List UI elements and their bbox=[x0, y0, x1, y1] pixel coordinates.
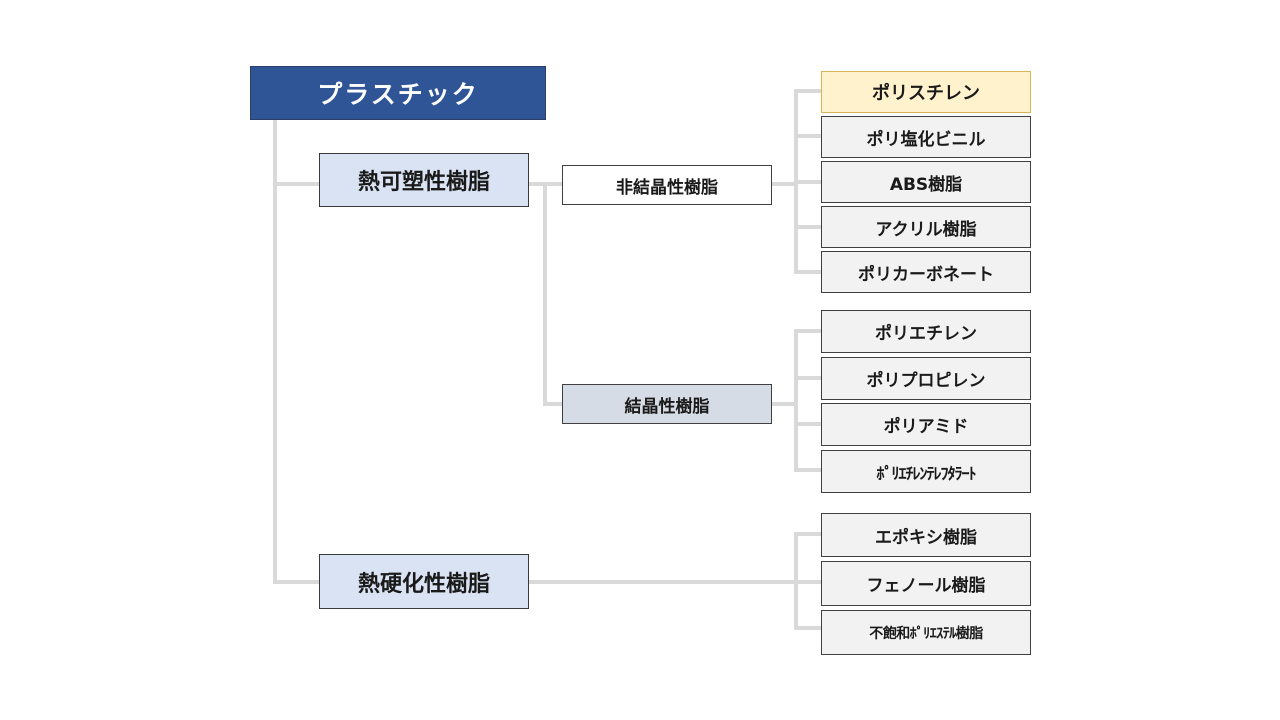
root-node-plastic: プラスチック bbox=[250, 66, 546, 120]
leaf-polycarbonate: ポリカーボネート bbox=[821, 251, 1031, 293]
leaf-polypropylene: ポリプロピレン bbox=[821, 357, 1031, 400]
leaf-phenolic: フェノール樹脂 bbox=[821, 561, 1031, 606]
connector-crystalline-item-3 bbox=[794, 422, 821, 426]
connector-thermoplastic-out bbox=[528, 182, 545, 186]
leaf-polyamide: ポリアミド bbox=[821, 403, 1031, 446]
leaf-polyethylene: ポリエチレン bbox=[821, 310, 1031, 353]
connector-crystalline-item-2 bbox=[794, 376, 821, 380]
leaf-abs: ABS樹脂 bbox=[821, 161, 1031, 203]
category-thermoplastic: 熱可塑性樹脂 bbox=[319, 153, 529, 207]
leaf-epoxy: エポキシ樹脂 bbox=[821, 513, 1031, 557]
connector-amorphous-item-2 bbox=[794, 134, 821, 138]
connector-to-crystalline bbox=[543, 402, 563, 406]
connector-amorphous-item-5 bbox=[794, 270, 821, 274]
category-thermoset: 熱硬化性樹脂 bbox=[319, 554, 529, 609]
connector-amorphous-item-3 bbox=[794, 180, 821, 184]
connector-thermoplastic-trunk bbox=[543, 182, 547, 406]
leaf-acrylic: アクリル樹脂 bbox=[821, 206, 1031, 248]
leaf-polystyrene: ポリスチレン bbox=[821, 71, 1031, 113]
connector-thermoset-item-2 bbox=[794, 580, 821, 584]
connector-root-trunk bbox=[273, 119, 277, 584]
leaf-pvc: ポリ塩化ビニル bbox=[821, 116, 1031, 158]
connector-crystalline-out bbox=[771, 402, 798, 406]
leaf-pet: ﾎﾟﾘｴﾁﾚﾝﾃﾚﾌﾀﾗｰﾄ bbox=[821, 450, 1031, 493]
connector-thermoset-out bbox=[528, 580, 798, 584]
connector-root-to-thermoplastic bbox=[273, 182, 320, 186]
connector-thermoset-item-3 bbox=[794, 626, 821, 630]
connector-crystalline-trunk bbox=[794, 329, 798, 472]
connector-amorphous-item-4 bbox=[794, 225, 821, 229]
connector-thermoset-item-1 bbox=[794, 532, 821, 536]
connector-crystalline-item-4 bbox=[794, 468, 821, 472]
subcategory-amorphous: 非結晶性樹脂 bbox=[562, 165, 772, 205]
connector-crystalline-item-1 bbox=[794, 329, 821, 333]
subcategory-crystalline: 結晶性樹脂 bbox=[562, 384, 772, 424]
leaf-unsaturated-polyester: 不飽和ﾎﾟﾘｴｽﾃﾙ樹脂 bbox=[821, 610, 1031, 655]
connector-root-to-thermoset bbox=[273, 580, 320, 584]
connector-amorphous-out bbox=[771, 182, 798, 186]
connector-to-amorphous bbox=[543, 182, 563, 186]
connector-amorphous-item-1 bbox=[794, 89, 821, 93]
